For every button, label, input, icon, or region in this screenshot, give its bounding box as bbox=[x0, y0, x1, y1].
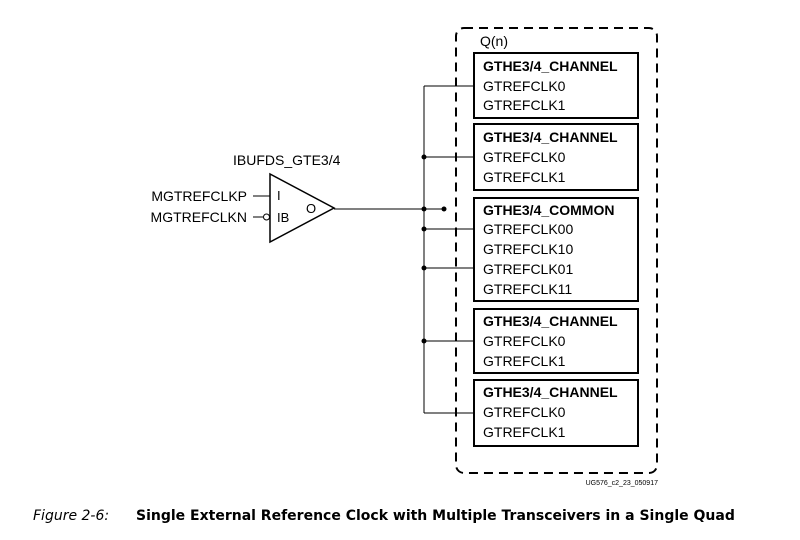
clock-net bbox=[334, 85, 474, 414]
block-title: GTHE3/4_CHANNEL bbox=[483, 384, 618, 400]
channel-block-1 bbox=[473, 52, 639, 119]
port-label: GTREFCLK1 bbox=[483, 169, 566, 185]
figure-caption: Figure 2-6: Single External Reference Clo… bbox=[33, 508, 793, 524]
block-title: GTHE3/4_CHANNEL bbox=[483, 58, 618, 74]
channel-block-2 bbox=[473, 123, 639, 191]
pin-ib-label: IB bbox=[277, 210, 289, 225]
buffer-triangle bbox=[269, 172, 336, 244]
port-label: GTREFCLK0 bbox=[483, 333, 566, 349]
pin-i-label: I bbox=[277, 188, 281, 203]
port-label: GTREFCLK1 bbox=[483, 353, 566, 369]
figure-title: Single External Reference Clock with Mul… bbox=[136, 508, 735, 524]
inversion-bubble bbox=[263, 213, 270, 221]
port-label: GTREFCLK11 bbox=[483, 281, 572, 297]
input-n-label: MGTREFCLKN bbox=[151, 209, 247, 225]
pin-o-label: O bbox=[306, 201, 316, 216]
buffer-name: IBUFDS_GTE3/4 bbox=[233, 152, 341, 168]
quad-label: Q(n) bbox=[480, 33, 508, 49]
port-label: GTREFCLK1 bbox=[483, 97, 566, 113]
port-label: GTREFCLK0 bbox=[483, 78, 566, 94]
quad-boundary bbox=[455, 27, 658, 474]
port-label: GTREFCLK01 bbox=[483, 261, 573, 277]
channel-block-3 bbox=[473, 308, 639, 374]
junction-dots bbox=[421, 154, 447, 344]
port-label: GTREFCLK10 bbox=[483, 241, 573, 257]
common-block bbox=[473, 197, 639, 302]
port-label: GTREFCLK1 bbox=[483, 424, 566, 440]
port-label: GTREFCLK00 bbox=[483, 221, 573, 237]
port-label: GTREFCLK0 bbox=[483, 404, 566, 420]
figure-id: UG576_c2_23_050917 bbox=[586, 480, 659, 487]
figure-number: Figure 2-6: bbox=[33, 508, 110, 524]
block-title: GTHE3/4_COMMON bbox=[483, 202, 614, 218]
input-p-label: MGTREFCLKP bbox=[151, 188, 247, 204]
block-title: GTHE3/4_CHANNEL bbox=[483, 129, 618, 145]
port-label: GTREFCLK0 bbox=[483, 149, 566, 165]
block-title: GTHE3/4_CHANNEL bbox=[483, 313, 618, 329]
